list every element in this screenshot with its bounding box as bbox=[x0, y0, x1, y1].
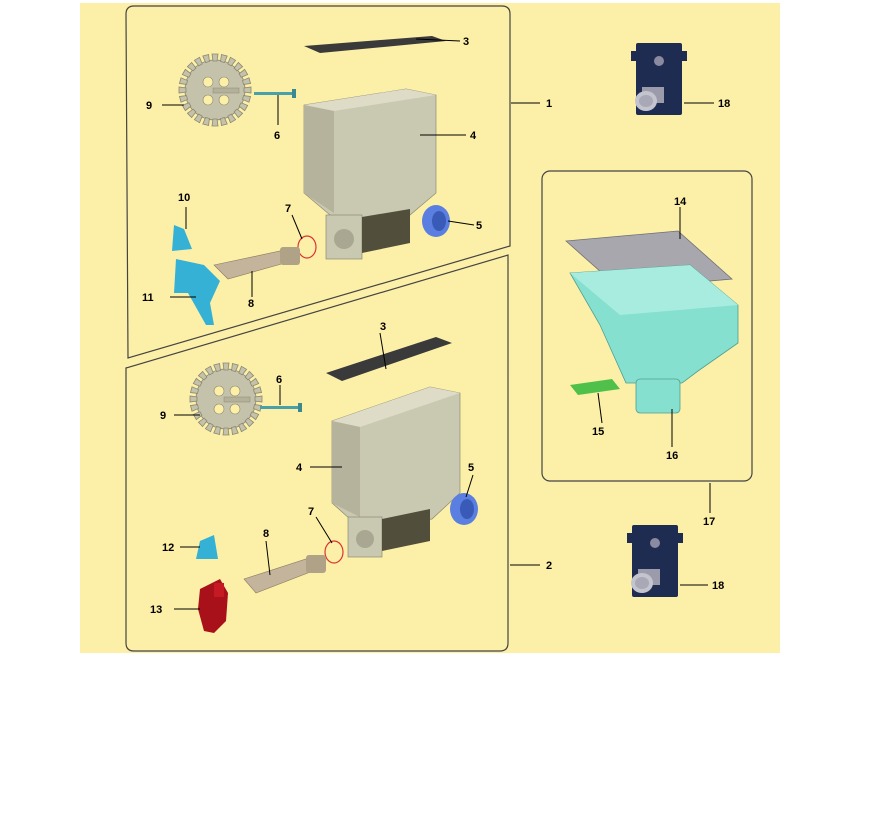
callout-15: 15 bbox=[592, 426, 604, 438]
assembly-1-frame bbox=[125, 5, 511, 359]
callout-6-b: 6 bbox=[276, 374, 282, 386]
sprocket-part-9-b bbox=[189, 362, 263, 436]
bracket-part-18-a bbox=[631, 43, 687, 115]
lid-part-3-b bbox=[326, 337, 452, 381]
callout-3-b: 3 bbox=[380, 321, 386, 333]
oring-part-7-b bbox=[324, 540, 344, 564]
callout-5-a: 5 bbox=[476, 220, 482, 232]
assembly-2-frame bbox=[125, 254, 509, 652]
hopper-part-4-b bbox=[331, 386, 461, 558]
callout-4-b: 4 bbox=[296, 462, 303, 474]
bracket-part-10 bbox=[172, 225, 192, 251]
pin-part-6-b bbox=[260, 403, 302, 412]
callout-14: 14 bbox=[674, 196, 687, 208]
knob-part-13 bbox=[198, 579, 228, 633]
callout-5-b: 5 bbox=[468, 462, 474, 474]
callout-8-a: 8 bbox=[248, 298, 254, 310]
callout-13: 13 bbox=[150, 604, 162, 616]
callout-2: 2 bbox=[546, 560, 552, 572]
callout-10: 10 bbox=[178, 192, 190, 204]
assembly-17-frame bbox=[541, 170, 753, 482]
callout-1: 1 bbox=[546, 98, 552, 110]
bracket-part-18-b bbox=[627, 525, 683, 597]
slide-part-15 bbox=[570, 379, 620, 395]
callout-7-b: 7 bbox=[308, 506, 314, 518]
callout-16: 16 bbox=[666, 450, 678, 462]
exploded-parts-diagram: 3 9 6 4 1 5 7 10 8 11 bbox=[80, 3, 780, 653]
cup-part-5-a bbox=[422, 205, 450, 237]
callout-8-b: 8 bbox=[263, 528, 269, 540]
callout-18-b: 18 bbox=[712, 580, 724, 592]
callout-18-a: 18 bbox=[718, 98, 730, 110]
callout-9-a: 9 bbox=[146, 100, 152, 112]
diagram-canvas: 3 9 6 4 1 5 7 10 8 11 bbox=[125, 5, 753, 652]
lid-part-3-a bbox=[304, 36, 446, 53]
sprocket-part-9-a bbox=[178, 53, 252, 127]
small-hopper-part-16 bbox=[569, 264, 739, 414]
callout-3-a: 3 bbox=[463, 36, 469, 48]
callout-17: 17 bbox=[703, 516, 715, 528]
bracket-part-12 bbox=[196, 535, 218, 559]
callout-6-a: 6 bbox=[274, 130, 280, 142]
auger-part-8-b bbox=[243, 555, 326, 594]
oring-part-7-a bbox=[297, 235, 317, 259]
callout-11: 11 bbox=[142, 292, 154, 304]
auger-part-8-a bbox=[213, 247, 300, 280]
hopper-part-4-a bbox=[303, 88, 437, 260]
pin-part-6-a bbox=[254, 89, 296, 98]
callout-4-a: 4 bbox=[470, 130, 477, 142]
callout-9-b: 9 bbox=[160, 410, 166, 422]
callout-12: 12 bbox=[162, 542, 174, 554]
callout-7-a: 7 bbox=[285, 203, 291, 215]
lever-part-11 bbox=[174, 259, 220, 325]
cup-part-5-b bbox=[450, 493, 478, 525]
